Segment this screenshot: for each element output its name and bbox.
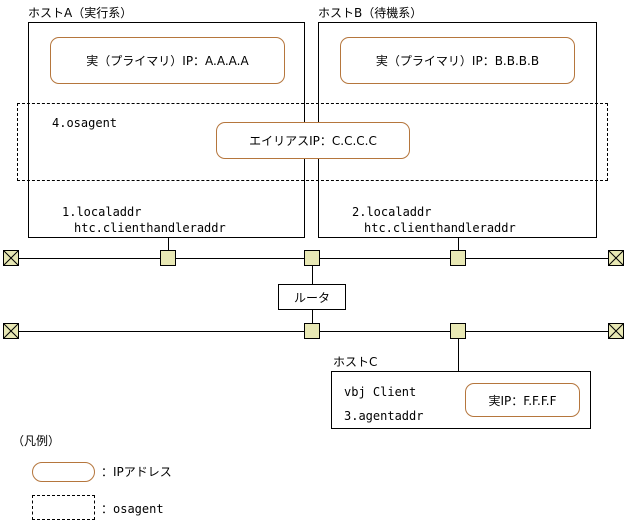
host-a-caption: ホストA（実行系） [28,6,133,20]
router-label: ルータ [293,290,330,305]
router-lower-tap-node [304,323,320,339]
router-box: ルータ [278,284,346,310]
legend-ip-capsule-swatch [32,462,95,482]
host-c-real-ip-capsule: 実IP：F.F.F.F [465,383,580,417]
legend-ip-label: ：IPアドレス [101,465,172,479]
host-a-primary-ip-capsule: 実（プライマリ）IP：A.A.A.A [50,37,285,84]
host-c-real-ip-label: 実IP：F.F.F.F [488,393,557,408]
host-c-caption: ホストC [333,355,378,369]
legend-osagent-dashed-swatch [32,495,95,520]
host-b-line-1: 2.localaddr [352,205,432,219]
lower-bus-right-terminator-icon [608,323,624,339]
host-a-bus-drop-line [168,238,169,252]
host-b-primary-ip-capsule: 実（プライマリ）IP：B.B.B.B [340,37,575,84]
host-b-primary-ip-label: 実（プライマリ）IP：B.B.B.B [375,54,540,68]
host-a-osagent-label: 4.osagent [52,116,118,130]
host-c-line-1: vbj Client [344,385,417,399]
lower-bus-left-terminator-icon [3,323,19,339]
alias-ip-capsule: エイリアスIP：C.C.C.C [216,122,410,159]
upper-bus-left-terminator-icon [3,250,19,266]
host-c-line-2: 3.agentaddr [344,409,424,423]
host-b-line-2: htc.clienthandleraddr [364,221,516,235]
alias-ip-label: エイリアスIP：C.C.C.C [249,134,377,148]
router-upper-drop-line [312,266,313,284]
host-a-line-2: htc.clienthandleraddr [74,221,226,235]
osagent-region [17,103,608,181]
host-c-bus-drop-line [458,339,459,371]
legend-osagent-label: ：osagent [101,502,164,516]
host-c-bus-tap-node [450,323,466,339]
host-b-bus-tap-node [450,250,466,266]
host-b-bus-drop-line [458,238,459,252]
router-upper-tap-node [304,250,320,266]
host-b-caption: ホストB（待機系） [318,6,423,20]
host-a-bus-tap-node [160,250,176,266]
legend-title: （凡例） [12,434,61,448]
upper-bus-right-terminator-icon [608,250,624,266]
host-a-primary-ip-label: 実（プライマリ）IP：A.A.A.A [86,54,249,68]
router-lower-drop-line [312,310,313,323]
host-a-line-1: 1.localaddr [62,205,142,219]
